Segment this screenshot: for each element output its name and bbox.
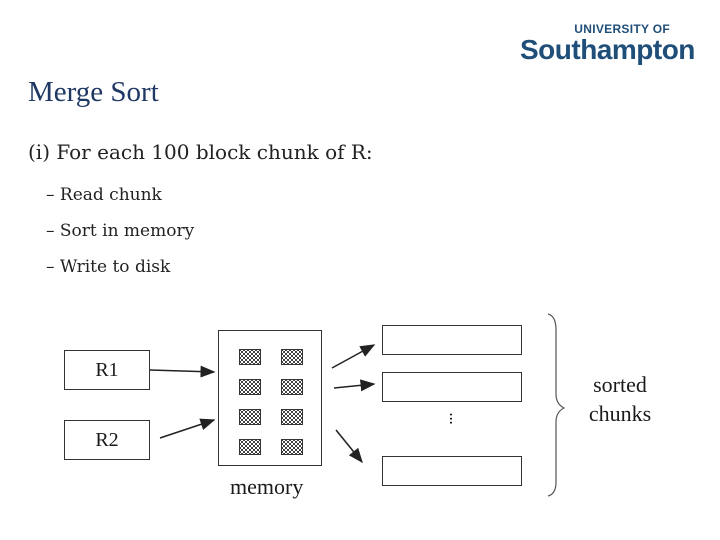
logo-southampton: Southampton <box>520 34 695 65</box>
sorted-label-line1: sorted <box>593 372 647 397</box>
memory-block <box>281 439 303 455</box>
memory-block <box>281 349 303 365</box>
sorted-label-line2: chunks <box>588 401 652 426</box>
memory-block <box>239 409 261 425</box>
step-text: (i) For each 100 block chunk of R: <box>28 140 373 164</box>
slide-title: Merge Sort <box>28 76 159 108</box>
relation-r1-box: R1 <box>64 350 150 390</box>
sorted-brace <box>547 313 566 497</box>
memory-block <box>239 379 261 395</box>
relation-r2-label: R2 <box>95 428 119 451</box>
sorted-chunk-2 <box>382 372 522 402</box>
memory-label: memory <box>230 474 304 499</box>
memory-block <box>239 439 261 455</box>
memory-block <box>239 349 261 365</box>
sorted-chunk-3 <box>382 456 522 486</box>
sorted-chunk-1 <box>382 325 522 355</box>
substep-sort: – Sort in memory <box>46 221 195 241</box>
ellipsis-dots: ... <box>446 412 465 425</box>
relation-r2-box: R2 <box>64 420 150 460</box>
logo-university-of: UNIVERSITY OF <box>574 22 670 36</box>
substep-read: – Read chunk <box>46 185 162 205</box>
university-logo: UNIVERSITY OF Southampton <box>516 22 696 72</box>
memory-block <box>281 409 303 425</box>
substep-write: – Write to disk <box>46 257 171 277</box>
arrow-memory-to-chunk2 <box>333 379 376 392</box>
relation-r1-label: R1 <box>95 358 119 381</box>
arrow-memory-to-chunk1 <box>331 344 376 369</box>
arrow-memory-to-chunk3 <box>335 429 363 464</box>
arrow-r1-to-memory <box>149 365 216 378</box>
memory-block <box>281 379 303 395</box>
memory-box <box>218 330 322 466</box>
sorted-chunks-label: sorted chunks <box>580 370 660 428</box>
arrow-r2-to-memory <box>159 418 216 439</box>
